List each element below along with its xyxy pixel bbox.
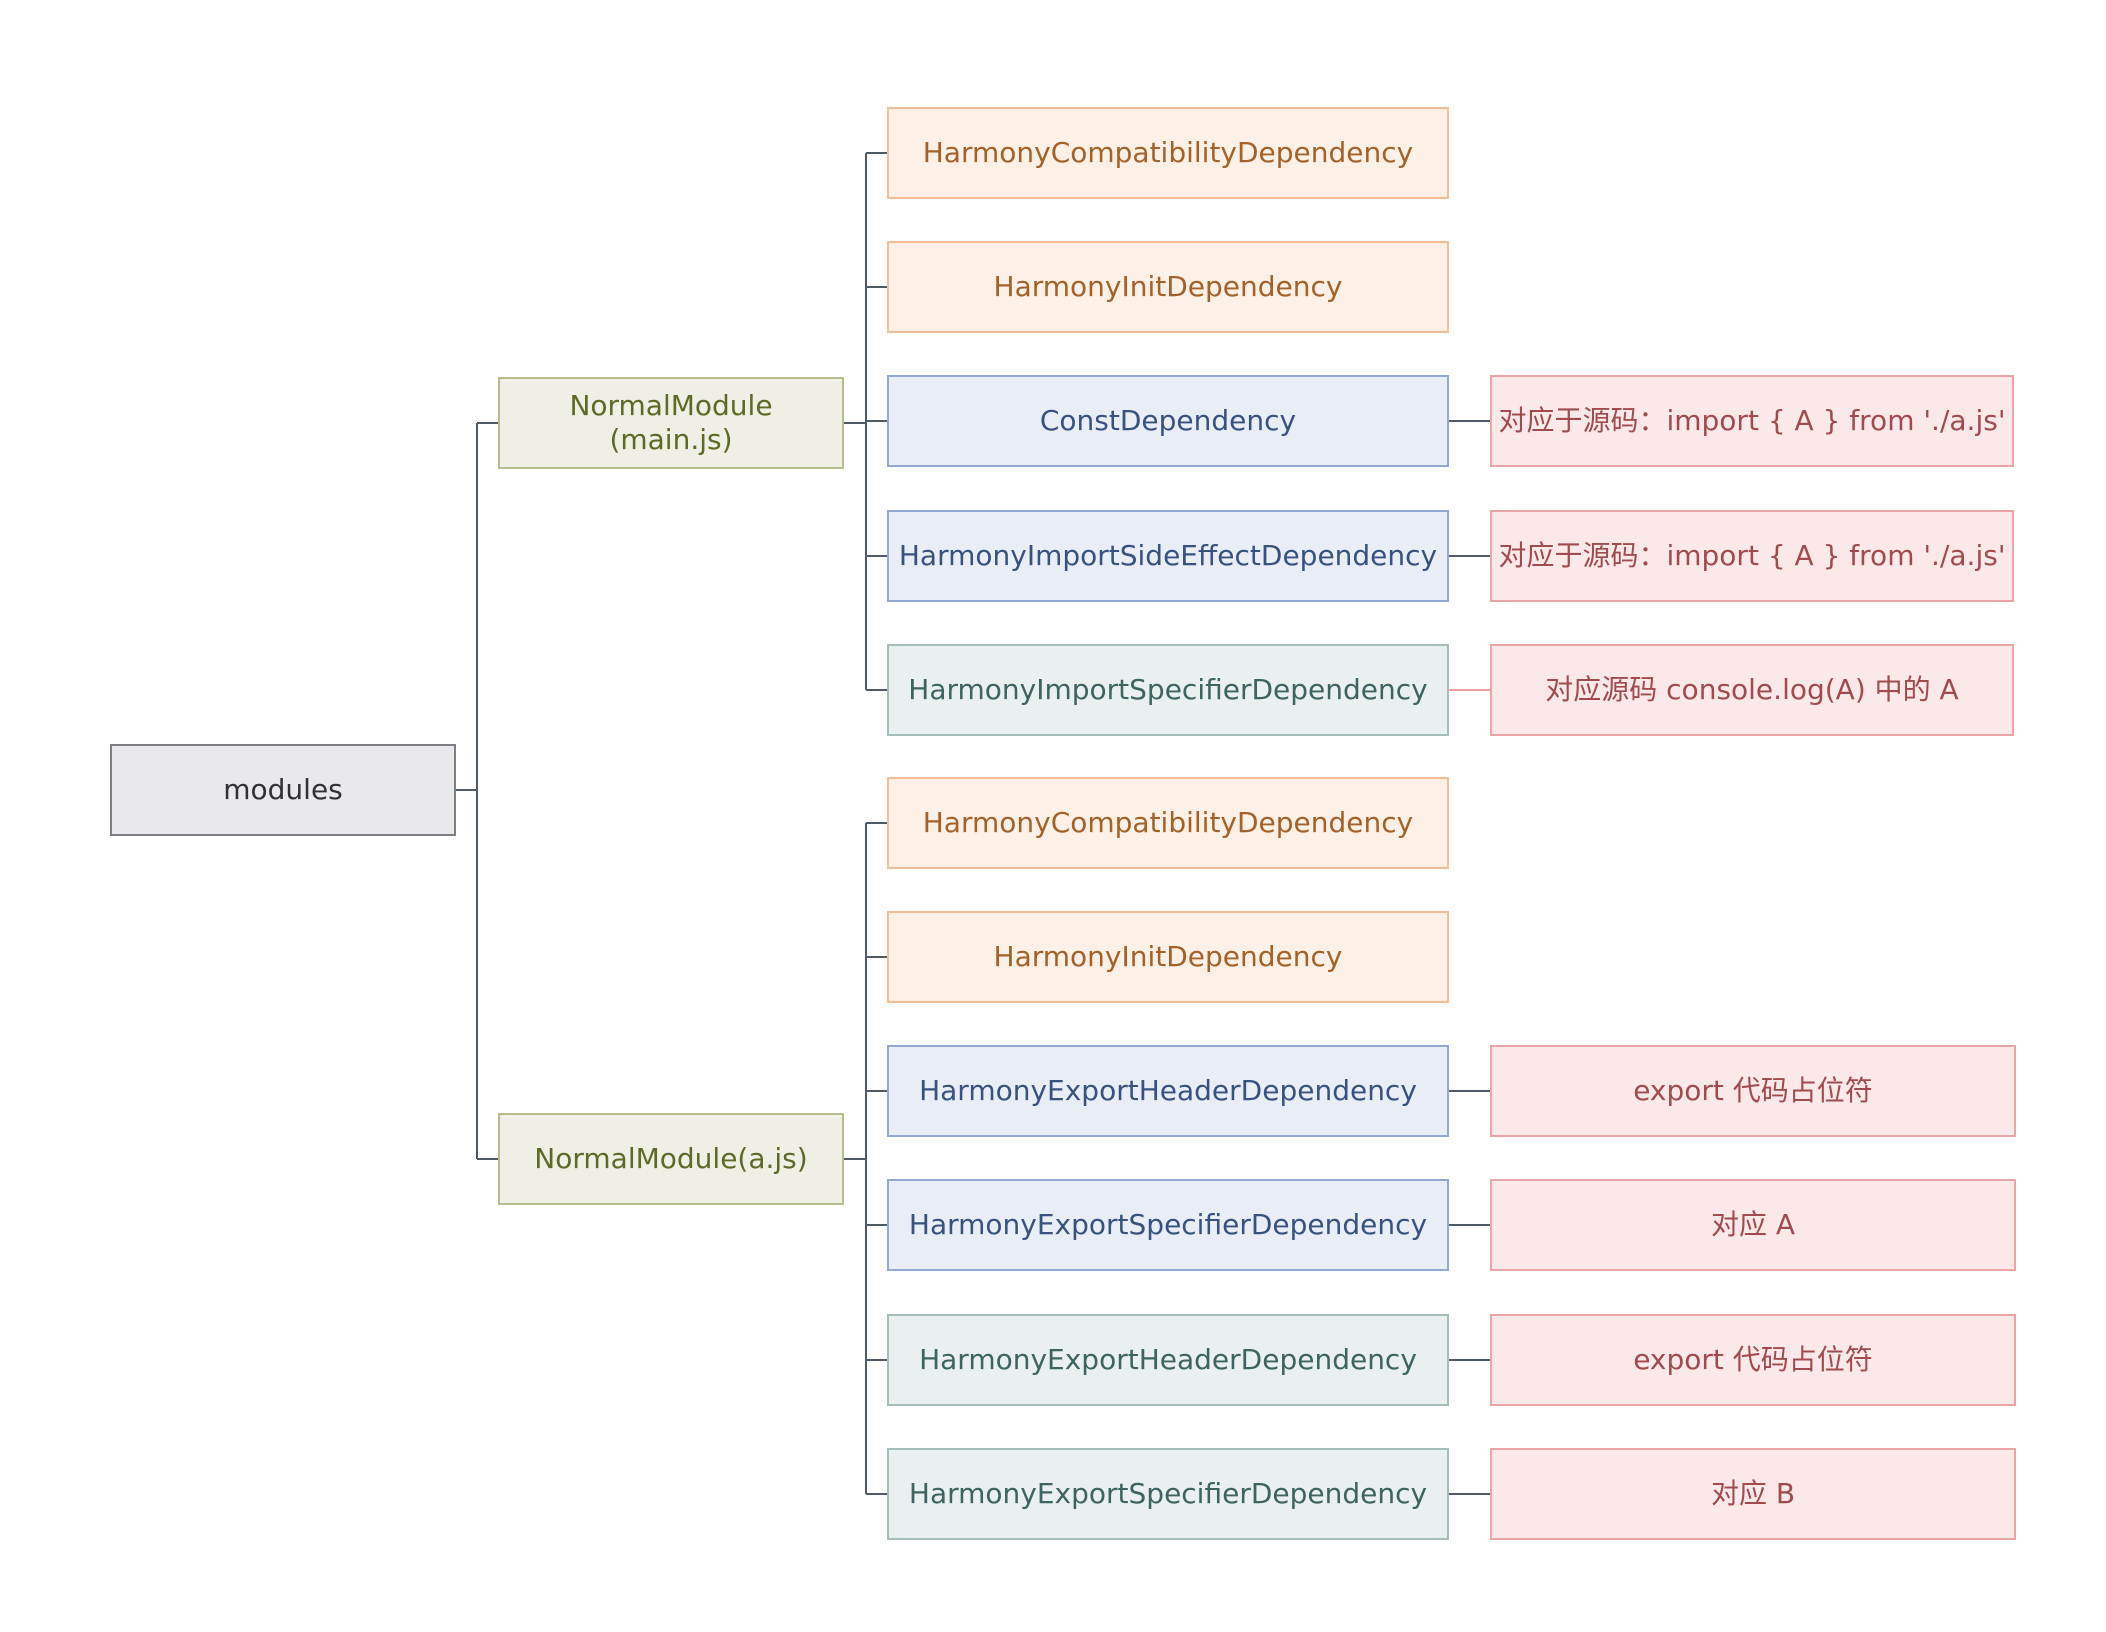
dependency-node-harmony-export-header-dependency: HarmonyExportHeaderDependency xyxy=(887,1314,1449,1406)
note-node: 对应 A xyxy=(1490,1179,2016,1271)
dependency-node-harmony-export-specifier-dependency: HarmonyExportSpecifierDependency xyxy=(887,1448,1449,1540)
dependency-node-harmony-compatibility-dependency: HarmonyCompatibilityDependency xyxy=(887,777,1449,869)
note-node: export 代码占位符 xyxy=(1490,1045,2016,1137)
module-node-a-js: NormalModule(a.js) xyxy=(498,1113,844,1205)
root-node-modules: modules xyxy=(110,744,456,836)
note-node: 对应源码 console.log(A) 中的 A xyxy=(1490,644,2014,736)
note-node: 对应于源码：import { A } from './a.js' xyxy=(1490,510,2014,602)
note-node: export 代码占位符 xyxy=(1490,1314,2016,1406)
dependency-node-const-dependency: ConstDependency xyxy=(887,375,1449,467)
module-node-main-js: NormalModule (main.js) xyxy=(498,377,844,469)
note-node: 对应 B xyxy=(1490,1448,2016,1540)
dependency-node-harmony-export-header-dependency: HarmonyExportHeaderDependency xyxy=(887,1045,1449,1137)
dependency-node-harmony-export-specifier-dependency: HarmonyExportSpecifierDependency xyxy=(887,1179,1449,1271)
dependency-node-harmony-init-dependency: HarmonyInitDependency xyxy=(887,241,1449,333)
dependency-node-harmony-import-specifier-dependency: HarmonyImportSpecifierDependency xyxy=(887,644,1449,736)
note-node: 对应于源码：import { A } from './a.js' xyxy=(1490,375,2014,467)
dependency-node-harmony-import-side-effect-dependency: HarmonyImportSideEffectDependency xyxy=(887,510,1449,602)
dependency-node-harmony-compatibility-dependency: HarmonyCompatibilityDependency xyxy=(887,107,1449,199)
dependency-node-harmony-init-dependency: HarmonyInitDependency xyxy=(887,911,1449,1003)
